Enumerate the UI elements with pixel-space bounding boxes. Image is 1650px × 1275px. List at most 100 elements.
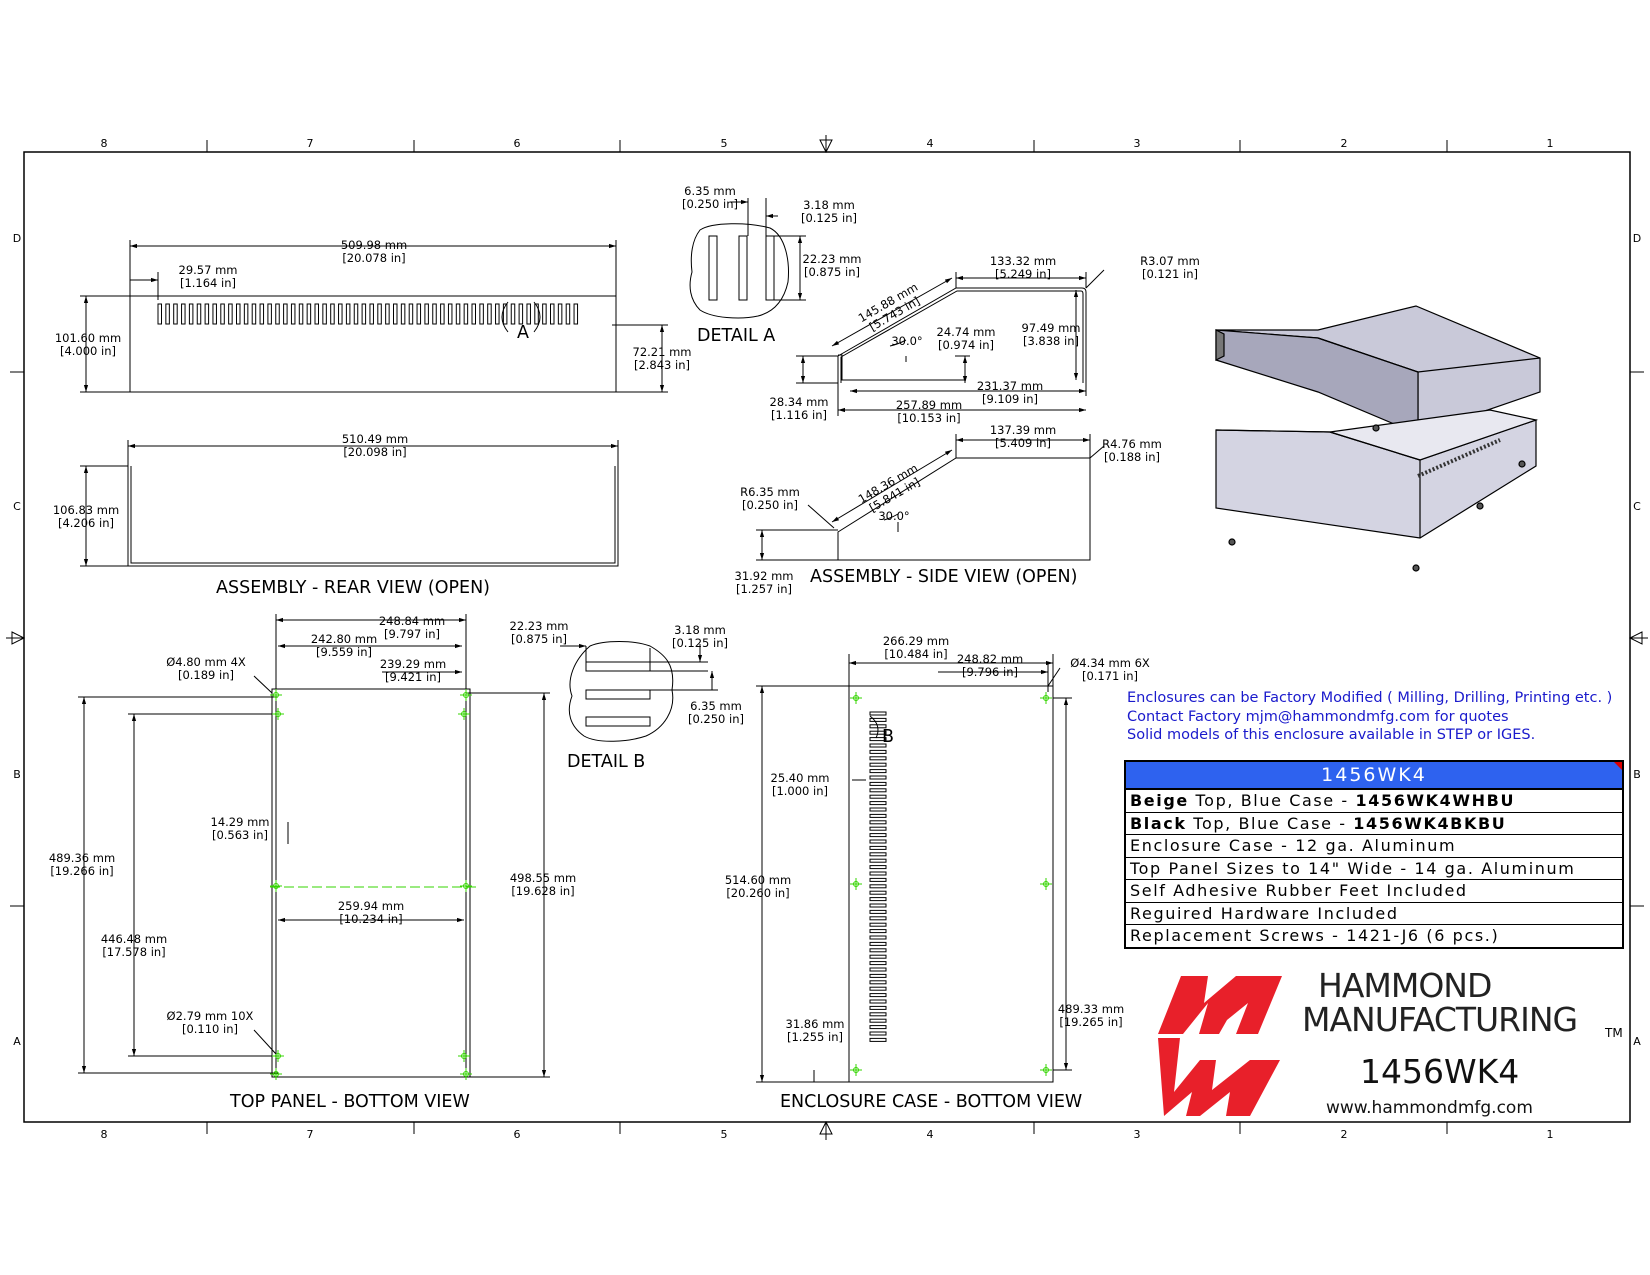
dim-line: [5.249 in]: [995, 267, 1051, 281]
vent-slot: [869, 993, 887, 998]
dim-d29: 14.29 mm[0.563 in]: [211, 815, 270, 842]
grid-row-label: B: [13, 768, 21, 781]
grid-row-label: D: [13, 232, 21, 245]
dim-d32: 259.94 mm[10.234 in]: [338, 899, 404, 926]
vent-slot: [181, 303, 186, 325]
dim-d1: 509.98 mm[20.078 in]: [341, 238, 407, 265]
vent-slot: [416, 303, 422, 325]
callout-a: A: [517, 323, 529, 343]
rear-view: [80, 240, 668, 393]
enclosure-holes: [850, 692, 1052, 1076]
vent-slot: [869, 852, 887, 857]
dim-line: 489.33 mm: [1058, 1002, 1124, 1016]
dim-d34: Ø2.79 mm 10X[0.110 in]: [167, 1009, 254, 1036]
dim-line: [0.171 in]: [1082, 669, 1138, 683]
dim-d13: 30.0°: [891, 334, 922, 348]
dim-line: [9.559 in]: [316, 645, 372, 659]
vent-slot: [869, 737, 887, 742]
grid-col-label: 1: [1547, 137, 1554, 150]
vent-slot: [869, 973, 887, 978]
rear-vent-slots: [157, 303, 579, 325]
spec-row-feet: Self Adhesive Rubber Feet Included: [1126, 880, 1622, 903]
dim-line: [1.164 in]: [180, 276, 236, 290]
grid-col-label: 5: [721, 1128, 728, 1141]
side-view-top: [796, 269, 1105, 416]
note-factory-modified: Enclosures can be Factory Modified ( Mil…: [1127, 690, 1613, 706]
spec-beige-part: 1456WK4WHBU: [1355, 791, 1516, 810]
dim-d7: 6.35 mm[0.250 in]: [682, 184, 738, 211]
dim-line: [9.109 in]: [982, 392, 1038, 406]
grid-row-label: C: [13, 500, 21, 513]
vent-slot: [869, 820, 887, 825]
dim-d11: R3.07 mm[0.121 in]: [1140, 254, 1200, 281]
grid-row-label: A: [13, 1035, 21, 1048]
vent-slot: [243, 303, 249, 325]
dim-line: 3.18 mm: [674, 623, 726, 637]
vent-slot: [204, 303, 210, 325]
vent-slot: [869, 1005, 887, 1010]
dim-line: 239.29 mm: [380, 657, 446, 671]
vent-slot: [869, 980, 887, 985]
vent-slot: [869, 1025, 887, 1030]
vent-slot: [393, 303, 398, 325]
dim-line: Ø4.34 mm 6X: [1070, 656, 1150, 670]
dim-line: 489.36 mm: [49, 851, 115, 865]
dim-line: 30.0°: [878, 509, 909, 523]
dim-d16: 231.37 mm[9.109 in]: [977, 379, 1043, 406]
dim-line: [0.189 in]: [178, 668, 234, 682]
dim-line: [1.257 in]: [736, 582, 792, 596]
dim-line: 248.84 mm: [379, 614, 445, 628]
vent-slot: [259, 303, 265, 325]
vent-slot: [869, 967, 887, 972]
dim-d14: 24.74 mm[0.974 in]: [937, 325, 996, 352]
vent-slot: [487, 303, 492, 325]
vent-slot: [869, 929, 887, 934]
note-solid-models: Solid models of this enclosure available…: [1127, 727, 1536, 743]
vent-slot: [479, 303, 484, 325]
center-mark-right: [1628, 631, 1648, 645]
dim-d38: 266.29 mm[10.484 in]: [883, 634, 949, 661]
detail-a-title: DETAIL A: [697, 326, 775, 346]
dim-line: 509.98 mm: [341, 238, 407, 252]
grid-col-label: 2: [1341, 1128, 1348, 1141]
grid-row-label: B: [1633, 768, 1641, 781]
dim-line: 25.40 mm: [771, 771, 830, 785]
dim-line: 24.74 mm: [937, 325, 996, 339]
vent-slot: [869, 711, 887, 716]
vent-slot: [440, 303, 445, 325]
vent-slot: [361, 303, 367, 325]
vent-slot: [455, 303, 461, 325]
rear-case-view: [80, 440, 619, 567]
dim-line: 97.49 mm: [1022, 321, 1081, 335]
dim-line: R6.35 mm: [740, 485, 800, 499]
dim-line: 14.29 mm: [211, 815, 270, 829]
dim-line: 3.18 mm: [803, 198, 855, 212]
dim-line: 231.37 mm: [977, 379, 1043, 393]
dim-line: [19.265 in]: [1059, 1015, 1122, 1029]
dim-line: [4.206 in]: [58, 516, 114, 530]
vent-slot: [869, 877, 887, 882]
vent-slot: [869, 788, 887, 793]
vent-slot: [869, 717, 887, 722]
vent-slot: [534, 303, 539, 325]
vent-slot: [869, 941, 887, 946]
dim-d10: 133.32 mm[5.249 in]: [990, 254, 1056, 281]
dim-line: 106.83 mm: [53, 503, 119, 517]
vent-slot: [432, 303, 437, 325]
dim-d18: 257.89 mm[10.153 in]: [896, 398, 962, 425]
dim-line: [0.563 in]: [212, 828, 268, 842]
dim-d9: 22.23 mm[0.875 in]: [803, 252, 862, 279]
top-panel-title: TOP PANEL - BOTTOM VIEW: [229, 1092, 470, 1112]
brand-line-2: MANUFACTURING: [1302, 1000, 1578, 1039]
grid-col-label: 4: [927, 137, 934, 150]
vent-slot: [495, 303, 500, 325]
dim-line: [0.974 in]: [938, 338, 994, 352]
dim-line: [0.188 in]: [1104, 450, 1160, 464]
dim-line: [19.628 in]: [511, 884, 574, 898]
dim-line: [0.250 in]: [688, 712, 744, 726]
dim-line: 29.57 mm: [179, 263, 238, 277]
vent-slot: [502, 303, 508, 325]
vent-slot: [869, 781, 887, 786]
dim-line: 72.21 mm: [633, 345, 692, 359]
vent-slot: [869, 762, 887, 767]
